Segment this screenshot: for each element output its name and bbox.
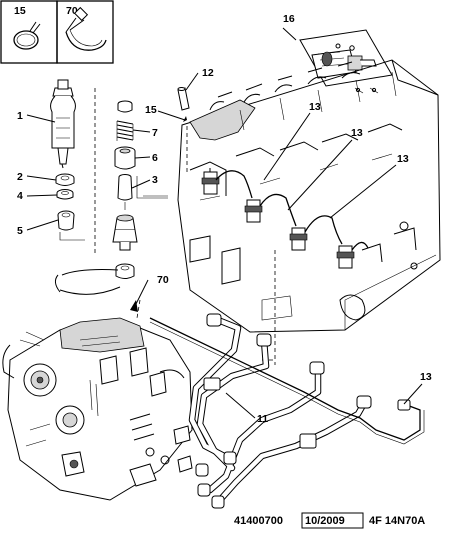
callout-13-a: 13: [309, 101, 321, 113]
cylinder-head: [177, 59, 441, 333]
callout-13-d: 13: [420, 371, 432, 383]
footer-date: 10/2009: [305, 515, 345, 527]
inset-box-70[interactable]: 70: [56, 0, 114, 64]
callout-4: 4: [17, 190, 23, 202]
installed-injector-2: [244, 199, 263, 223]
holder-part-6[interactable]: [114, 146, 136, 170]
footer-code: 4F 14N70A: [369, 515, 425, 527]
cap-part[interactable]: [117, 100, 133, 113]
installed-injector-1: [201, 168, 220, 195]
footer-doc-number: 41400700: [234, 515, 283, 527]
worm-clamp-icon: [65, 6, 107, 51]
callout-5: 5: [17, 225, 23, 237]
fuel-pipes-part-11[interactable]: [188, 313, 372, 509]
spring-part-7[interactable]: [116, 120, 134, 141]
injector-part-1[interactable]: [50, 79, 76, 169]
washer-part-4[interactable]: [56, 189, 74, 200]
inset-label-70: 70: [66, 5, 78, 17]
inset-box-15[interactable]: 15: [0, 0, 58, 64]
union-fitting[interactable]: [112, 214, 138, 251]
callout-6: 6: [152, 152, 158, 164]
callout-70: 70: [157, 274, 169, 286]
footer: 41400700 10/2009 4F 14N70A: [234, 512, 425, 529]
installed-injector-4: [336, 245, 355, 269]
callout-12: 12: [202, 67, 214, 79]
washer-part-2[interactable]: [55, 173, 75, 186]
inset-label-15: 15: [14, 5, 26, 17]
injection-pump: [2, 317, 193, 501]
pin-part-12[interactable]: [177, 87, 190, 111]
callout-11: 11: [257, 413, 268, 425]
callout-13-b: 13: [351, 127, 363, 139]
return-pipe-part-13[interactable]: [149, 317, 425, 445]
valve-part-3[interactable]: [117, 174, 133, 211]
callout-3: 3: [152, 174, 158, 186]
seal-part-5[interactable]: [57, 210, 75, 231]
nut-fitting[interactable]: [115, 263, 135, 279]
installed-injector-3: [289, 227, 308, 251]
callout-15: 15: [145, 104, 157, 116]
callout-16: 16: [283, 13, 295, 25]
callout-7: 7: [152, 127, 158, 139]
callout-1: 1: [17, 110, 23, 122]
hose-clamp-icon: [13, 21, 41, 50]
callout-2: 2: [17, 171, 23, 183]
callout-13-c: 13: [397, 153, 409, 165]
solenoid-part-16[interactable]: [299, 29, 393, 94]
